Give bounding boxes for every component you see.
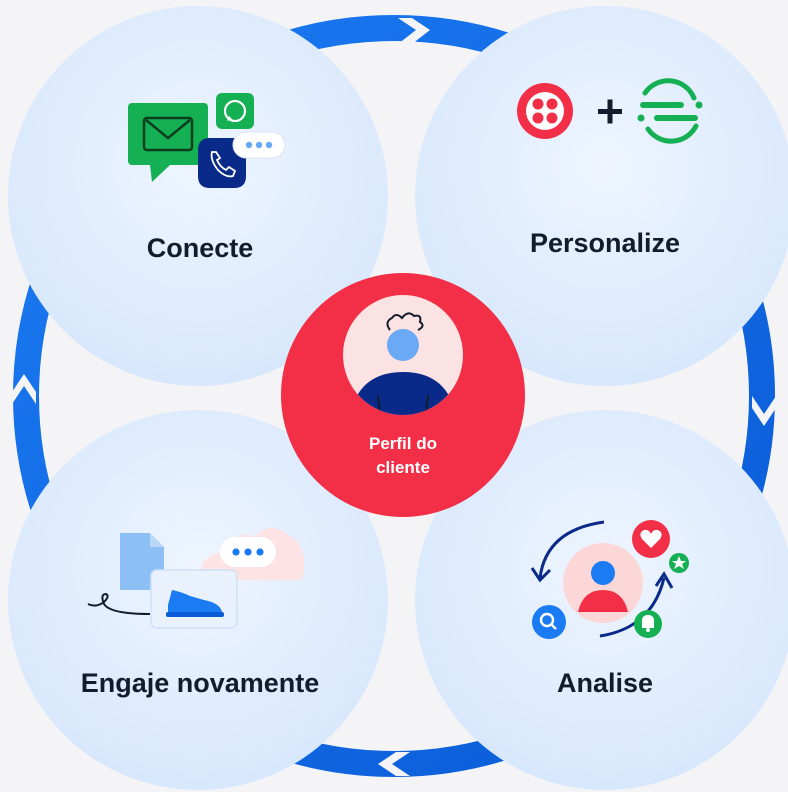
ring-arrow-right-icon <box>752 396 776 426</box>
connect-icons <box>128 93 286 188</box>
customer-profile-label-line2: cliente <box>376 458 430 477</box>
connect-label: Conecte <box>146 233 254 263</box>
bell-icon <box>634 610 662 638</box>
reengage-icons <box>87 528 305 629</box>
analyze-icons <box>530 520 689 639</box>
squiggle-line-icon <box>87 592 151 615</box>
ring-arrow-bottom-icon <box>378 752 410 776</box>
sneaker-icon <box>150 569 238 629</box>
chat-bubble-icon <box>220 537 276 567</box>
connect-circle <box>8 6 388 386</box>
customer-profile-label-line1: Perfil do <box>368 434 437 453</box>
email-icon <box>128 103 208 182</box>
plus-icon <box>598 99 622 124</box>
customer-profile-node <box>281 273 525 517</box>
segment-logo-icon <box>637 78 703 144</box>
personalize-icons <box>517 78 703 144</box>
reengage-label: Engaje novamente <box>80 668 320 698</box>
heart-icon <box>632 520 670 558</box>
ring-arrow-top-icon <box>398 18 430 44</box>
personalize-circle <box>415 6 788 386</box>
customer-avatar-icon <box>343 295 463 415</box>
customer-profile-label: Perfil do cliente <box>323 432 483 480</box>
user-avatar-icon <box>563 543 643 623</box>
star-icon <box>669 553 689 573</box>
personalize-label: Personalize <box>529 228 681 258</box>
twilio-logo-icon <box>517 83 573 139</box>
cycle-ring <box>12 15 776 777</box>
chat-bubble-icon <box>232 131 286 159</box>
ring-arrow-left-icon <box>12 374 36 404</box>
search-icon <box>532 605 566 639</box>
whatsapp-icon <box>216 93 254 129</box>
analyze-label: Analise <box>556 668 654 698</box>
